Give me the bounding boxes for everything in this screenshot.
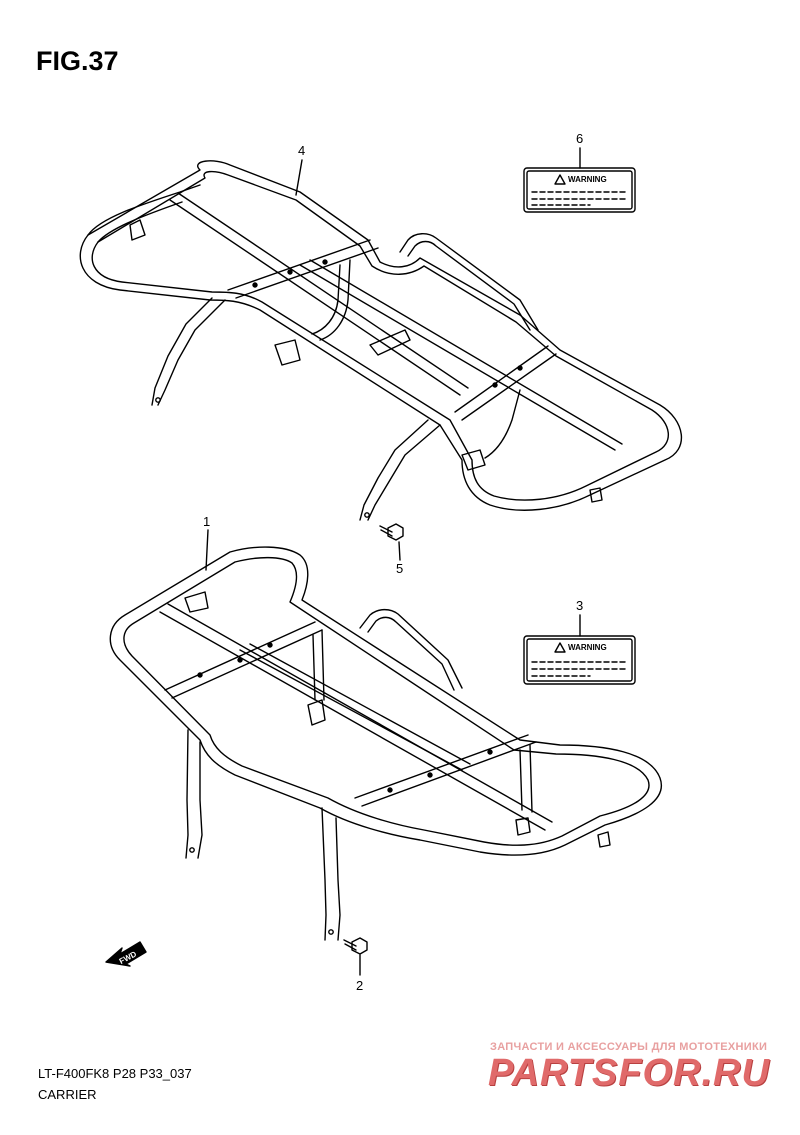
rear-carrier-outer-tube: [79, 160, 682, 511]
front-carrier-leg-left: [185, 729, 189, 859]
front-carrier-outer-tube: [109, 546, 663, 856]
rear-carrier-handle: [399, 233, 539, 331]
watermark-subtitle: ЗАПЧАСТИ И АКСЕССУАРЫ ДЛЯ МОТОТЕХНИКИ: [490, 1041, 768, 1053]
callout-3[interactable]: 3: [576, 598, 583, 613]
rear-carrier-leg-left: [157, 299, 226, 406]
callout-5[interactable]: 5: [396, 561, 403, 576]
leader-line-1: [205, 529, 209, 571]
warning-label-3-text: WARNING: [568, 643, 607, 652]
section-name: CARRIER: [38, 1087, 97, 1102]
leader-line-5: [398, 541, 401, 561]
rear-carrier-leg-right: [367, 424, 441, 521]
model-code: LT-F400FK8 P28 P33_037: [38, 1066, 192, 1081]
figure-title: FIG.37: [36, 46, 119, 76]
front-carrier-handle: [359, 608, 463, 689]
bolt-5[interactable]: [379, 523, 404, 541]
bolt-2[interactable]: [343, 937, 368, 955]
rear-carrier[interactable]: [79, 160, 682, 521]
front-carrier-inner-tube: [123, 556, 650, 846]
fwd-arrow-icon: [105, 941, 147, 967]
warning-label-6-text: WARNING: [568, 175, 607, 184]
callout-2[interactable]: 2: [356, 978, 363, 993]
rear-carrier-inner-tube: [91, 170, 670, 501]
callout-6[interactable]: 6: [576, 131, 583, 146]
callout-1[interactable]: 1: [203, 514, 210, 529]
front-carrier-leg-right: [321, 807, 327, 941]
front-carrier[interactable]: [109, 546, 663, 941]
watermark-logo: PARTSFOR.RU: [488, 1052, 770, 1094]
leader-line-4: [295, 159, 303, 196]
callout-4[interactable]: 4: [298, 143, 305, 158]
